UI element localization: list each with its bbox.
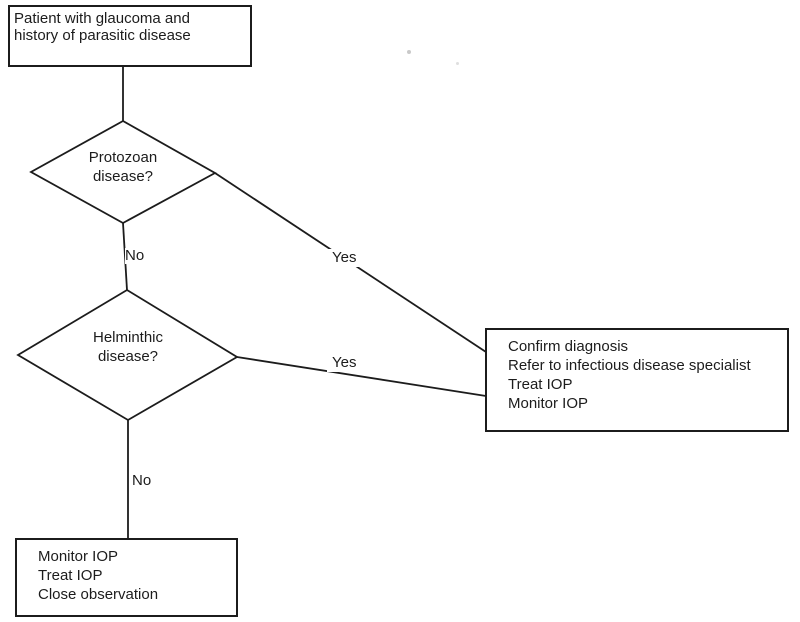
node-start-text-line: history of parasitic disease (14, 26, 191, 44)
edge-label-protozoan-yes: Yes (327, 249, 362, 267)
scan-speck (456, 62, 459, 65)
decision-protozoan-text-line: Protozoan (88, 149, 158, 166)
node-start: Patient with glaucoma and history of par… (8, 5, 252, 67)
node-treat-outcome-text-line: Treat IOP (508, 376, 573, 393)
decision-helminthic-text: Helminthic disease? (66, 328, 190, 366)
node-monitor-outcome-text-line: Close observation (38, 586, 159, 603)
node-monitor-outcome-text-line: Treat IOP (38, 567, 103, 584)
decision-diamond-protozoan (29, 119, 217, 225)
node-monitor-outcome: Monitor IOP Treat IOP Close observation (15, 538, 238, 617)
decision-diamond-helminthic (16, 288, 239, 422)
decision-protozoan-text: Protozoan disease? (61, 148, 185, 186)
edge-label-helminthic-no: No (132, 472, 152, 489)
node-treat-outcome-text-line: Refer to infectious disease specialist (508, 357, 751, 374)
edge-label-helminthic-yes: Yes (327, 354, 362, 372)
node-treat-outcome-text-line: Confirm diagnosis (508, 338, 629, 355)
decision-helminthic-text-line: Helminthic (92, 329, 164, 346)
scan-speck (407, 50, 411, 54)
node-monitor-outcome-text-line: Monitor IOP (38, 548, 119, 565)
decision-protozoan-text-line: disease? (92, 168, 154, 185)
node-start-text-line: Patient with glaucoma and (14, 10, 190, 27)
node-treat-outcome-text-line: Monitor IOP (508, 395, 589, 412)
edge-label-protozoan-no: No (125, 247, 145, 264)
node-treat-outcome: Confirm diagnosis Refer to infectious di… (485, 328, 789, 432)
connector-helminthic-yes-to-treat (236, 356, 487, 397)
decision-helminthic-text-line: disease? (97, 348, 159, 365)
